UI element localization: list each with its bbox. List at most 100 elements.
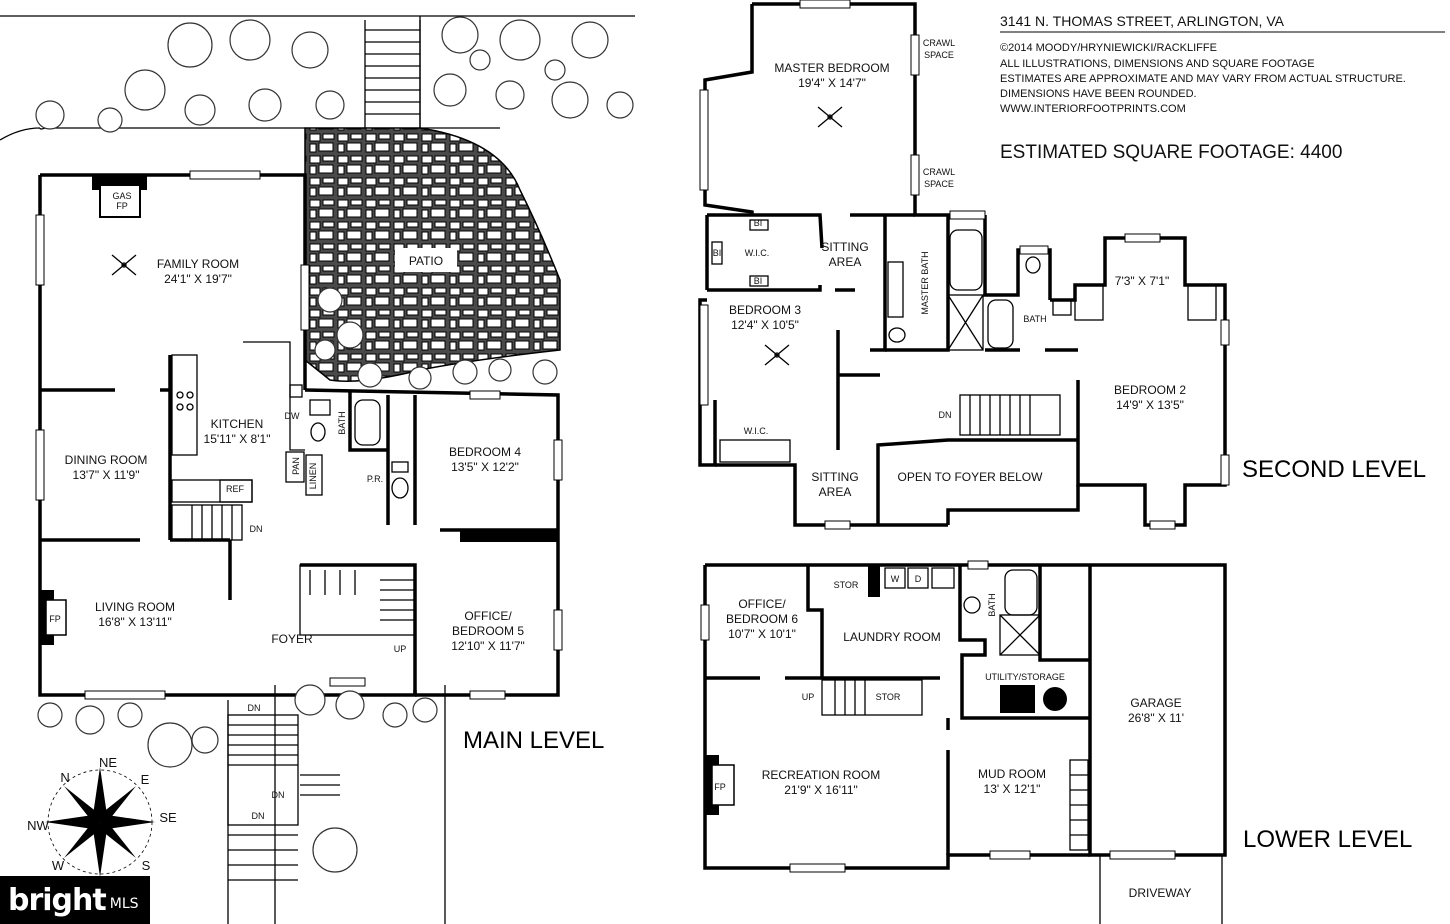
linen-label: LINEN (308, 463, 318, 490)
compass-n: N (60, 770, 69, 785)
main-bath-label: BATH (337, 411, 347, 434)
living-room-dim: 16'8" X 13'11" (98, 615, 172, 629)
living-room-name: LIVING ROOM (95, 600, 175, 614)
office5-name-2: BEDROOM 5 (452, 624, 524, 638)
second-level-labels: MASTER BEDROOM 19'4" X 14'7" CRAWL SPACE… (713, 38, 1426, 499)
front-steps-dn-label-2: DN (272, 790, 285, 800)
sitting-area-1-name: SITTING (821, 240, 868, 254)
bi-label-1: BI (754, 218, 763, 228)
bright-mls-logo: bright MLS (0, 876, 150, 924)
second-bath-label: BATH (1023, 314, 1046, 324)
office5-name: OFFICE/ (464, 609, 512, 623)
mud-room-dim: 13' X 12'1" (984, 782, 1041, 796)
garage-name: GARAGE (1130, 696, 1181, 710)
office6-name: OFFICE/ (738, 597, 786, 611)
crawl-space-2-label: CRAWL (923, 167, 955, 177)
lower-level-labels: OFFICE/ BEDROOM 6 10'7" X 10'1" STOR W D… (714, 574, 1412, 900)
main-level-title: MAIN LEVEL (463, 727, 604, 754)
patio: PATIO (304, 127, 561, 390)
office6-dim: 10'7" X 10'1" (728, 627, 796, 641)
washer-label: W (891, 574, 900, 584)
sitting-area-2-name: SITTING (811, 470, 858, 484)
compass-rose: N NE E SE S W NW (27, 755, 177, 877)
family-room-name: FAMILY ROOM (157, 257, 239, 271)
powder-room-label: P.R. (367, 474, 383, 484)
master-bedroom-dim: 19'4" X 14'7" (798, 76, 866, 90)
lower-bath-label: BATH (987, 593, 997, 616)
compass-s: S (142, 858, 151, 873)
master-bedroom-name: MASTER BEDROOM (774, 61, 889, 75)
crawl-space-1-label-2: SPACE (924, 50, 954, 60)
front-steps-dn-label-3: DN (252, 811, 265, 821)
second-level-title: SECOND LEVEL (1242, 456, 1426, 483)
main-stair-up-label: UP (394, 644, 407, 654)
office6-name-2: BEDROOM 6 (726, 612, 798, 626)
master-wic-label: W.I.C. (745, 248, 770, 258)
compass-e: E (141, 772, 150, 787)
disclaimer-line-2: ESTIMATES ARE APPROXIMATE AND MAY VARY F… (1000, 73, 1406, 85)
main-level-labels: GAS FP FAMILY ROOM 24'1" X 19'7" KITCHEN… (49, 191, 604, 821)
logo-brand-text: bright (8, 882, 107, 918)
logo-mls-text: MLS (109, 896, 139, 912)
utility-storage-label: UTILITY/STORAGE (985, 672, 1065, 682)
address-title: 3141 N. THOMAS STREET, ARLINGTON, VA (1000, 13, 1285, 29)
family-room-dim: 24'1" X 19'7" (164, 272, 232, 286)
mud-room-name: MUD ROOM (978, 767, 1046, 781)
recreation-room-name: RECREATION ROOM (762, 768, 880, 782)
second-stair-dn-label: DN (939, 410, 952, 420)
bi-label-3: BI (713, 248, 722, 258)
driveway-label: DRIVEWAY (1129, 886, 1192, 900)
fridge-label: REF (226, 484, 245, 494)
pantry-label: PAN (291, 457, 301, 475)
lower-stor-label-1: STOR (834, 580, 859, 590)
open-to-foyer-label: OPEN TO FOYER BELOW (898, 470, 1044, 484)
lower-stor-label-2: STOR (876, 692, 901, 702)
compass-w: W (52, 858, 65, 873)
bedroom2-dim: 14'9" X 13'5" (1116, 398, 1184, 412)
gas-fp-label-2: FP (116, 201, 128, 211)
foyer-name: FOYER (271, 632, 313, 646)
patio-label: PATIO (409, 254, 443, 268)
dining-room-dim: 13'7" X 11'9" (73, 468, 140, 482)
office5-dim: 12'10" X 11'7" (451, 639, 525, 653)
laundry-room-name: LAUNDRY ROOM (843, 630, 941, 644)
crawl-space-1-label: CRAWL (923, 38, 955, 48)
copyright-line: ©2014 MOODY/HRYNIEWICKI/RACKLIFFE (1000, 42, 1217, 54)
bedroom4-name: BEDROOM 4 (449, 445, 521, 459)
compass-ne: NE (99, 755, 117, 770)
compass-se: SE (159, 810, 177, 825)
main-stair-dn-label: DN (250, 524, 263, 534)
kitchen-name: KITCHEN (211, 417, 264, 431)
street-and-landscape (0, 15, 635, 141)
lower-level-walls (700, 560, 1227, 924)
small-room-dim: 7'3" X 7'1" (1115, 274, 1169, 288)
square-footage: ESTIMATED SQUARE FOOTAGE: 4400 (1000, 142, 1342, 163)
main-level-walls (35, 170, 563, 924)
bi-label-2: BI (754, 276, 763, 286)
bedroom2-name: BEDROOM 2 (1114, 383, 1186, 397)
disclaimer-line-3: DIMENSIONS HAVE BEEN ROUNDED. (1000, 88, 1197, 100)
recreation-room-dim: 21'9" X 16'11" (784, 783, 858, 797)
plan-header: 3141 N. THOMAS STREET, ARLINGTON, VA ©20… (1000, 13, 1445, 163)
bedroom3-dim: 12'4" X 10'5" (731, 318, 799, 332)
front-steps-dn-label: DN (248, 703, 261, 713)
master-bath-label: MASTER BATH (920, 251, 930, 314)
gas-fp-label: GAS (112, 191, 131, 201)
bedroom3-wic-label: W.I.C. (744, 426, 769, 436)
lower-fp-label: FP (714, 782, 726, 792)
lower-stair-up-label: UP (802, 692, 815, 702)
garage-dim: 26'8" X 11' (1128, 711, 1184, 725)
second-level-walls (698, 0, 1230, 530)
kitchen-dim: 15'11" X 8'1" (204, 432, 271, 446)
crawl-space-2-label-2: SPACE (924, 179, 954, 189)
disclaimer-line-1: ALL ILLUSTRATIONS, DIMENSIONS AND SQUARE… (1000, 58, 1315, 70)
dining-room-name: DINING ROOM (65, 453, 148, 467)
dishwasher-label: DW (285, 411, 300, 421)
sitting-area-2-name-2: AREA (819, 485, 852, 499)
dryer-label: D (915, 574, 922, 584)
compass-nw: NW (27, 818, 49, 833)
bedroom4-dim: 13'5" X 12'2" (451, 460, 519, 474)
living-fp-label: FP (49, 614, 61, 624)
lower-level-title: LOWER LEVEL (1243, 826, 1412, 853)
